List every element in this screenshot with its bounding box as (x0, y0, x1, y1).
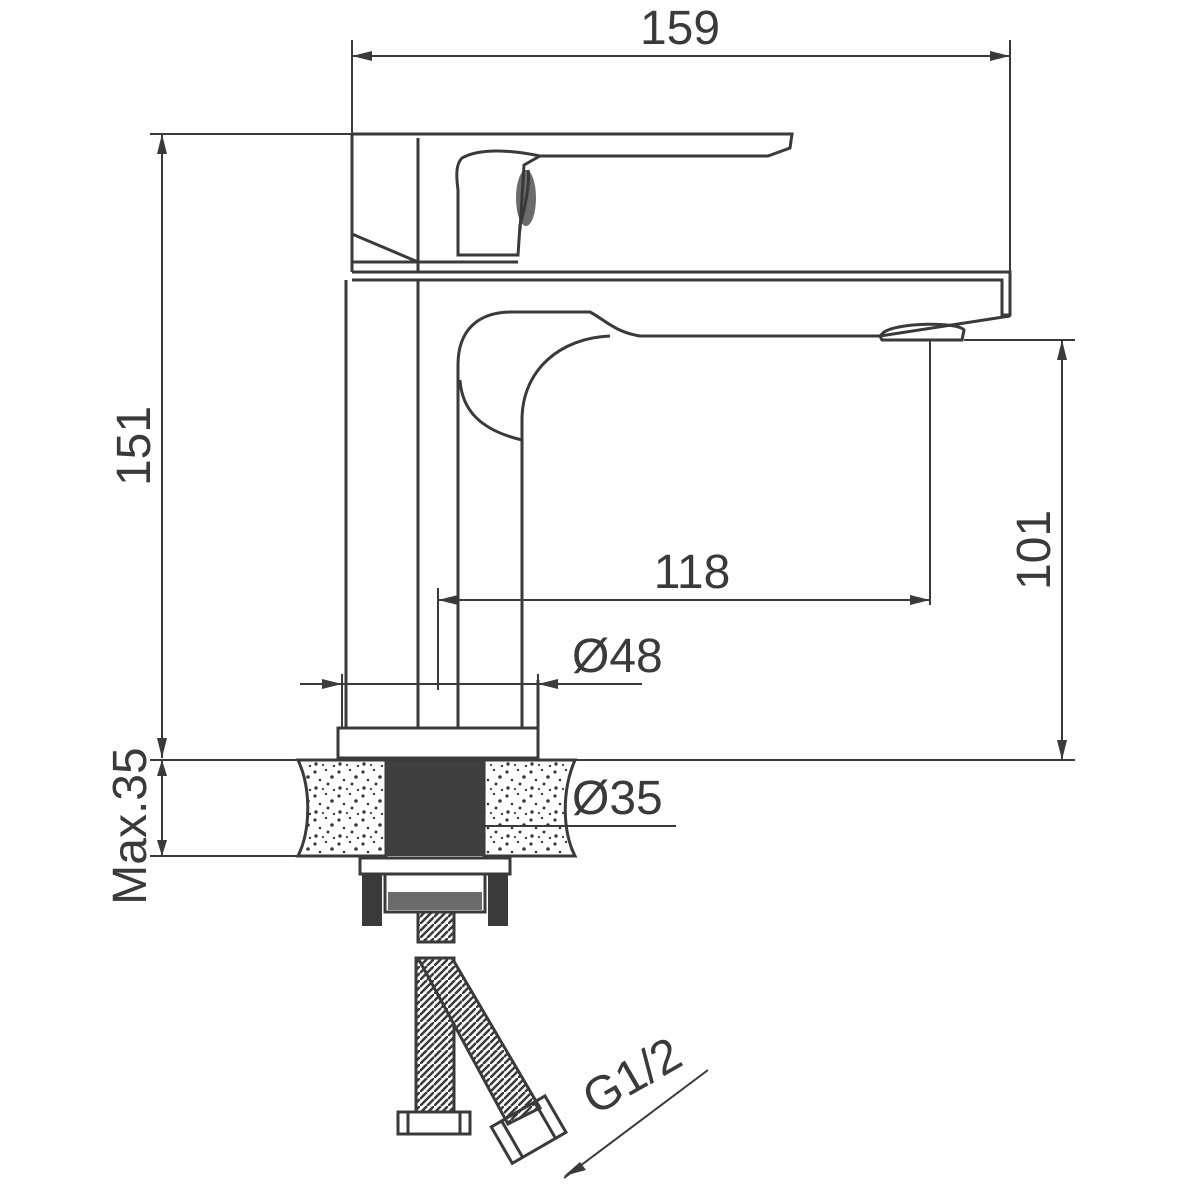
hose-right-nut (489, 1093, 569, 1166)
hose-right (415, 956, 543, 1126)
dim-spout-height: 101 (1008, 510, 1061, 590)
fixing-kit (358, 856, 512, 926)
hose-left-nut (396, 1110, 472, 1136)
countertop-section (295, 758, 578, 858)
fixing-plate (358, 856, 512, 876)
dim-max-thickness: Max.35 (104, 747, 157, 904)
handle-cartridge (350, 134, 541, 272)
dim-base-diameter: Ø48 (572, 630, 663, 683)
body-column (344, 280, 540, 730)
dim-total-height: 151 (108, 406, 161, 486)
fixing-rod-right (488, 874, 508, 926)
aerator (878, 322, 966, 342)
dim-spout-reach: 118 (654, 546, 731, 599)
dim-hose-thread: G1/2 (574, 1028, 691, 1126)
hose-top-stub (416, 910, 456, 944)
supply-hoses (396, 910, 569, 1166)
spout-inner-curve (458, 334, 611, 728)
countertop-right (482, 758, 578, 858)
dimension-lines (150, 40, 1075, 1179)
handle-screw-icon (516, 170, 536, 226)
dim-hole-diameter: Ø35 (572, 772, 663, 825)
fixing-washer (388, 892, 482, 910)
body-base (336, 726, 540, 760)
countertop-left (295, 758, 388, 858)
fixing-rod-left (362, 874, 382, 926)
body-top-plate (352, 270, 1012, 317)
mounting-hole (386, 760, 484, 856)
spout (456, 310, 1011, 728)
dim-total-length: 159 (640, 2, 720, 55)
